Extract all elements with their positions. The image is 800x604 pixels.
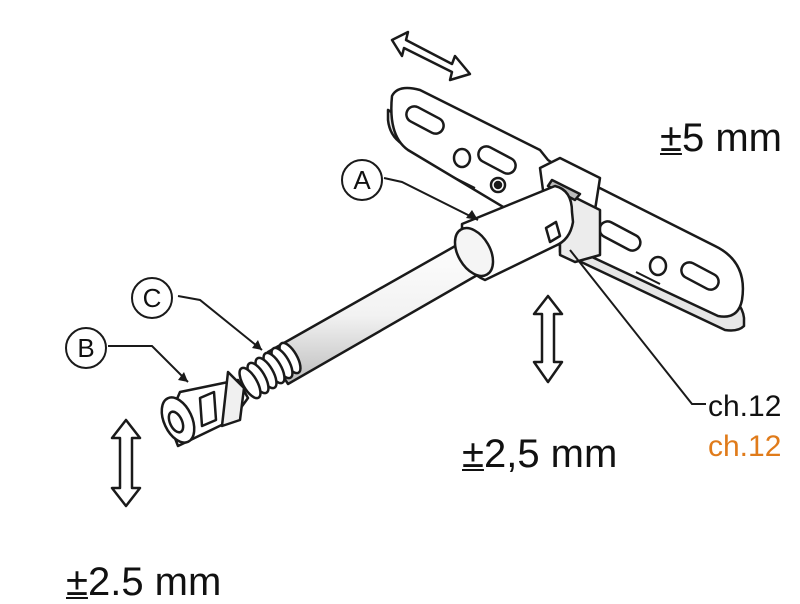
callout-b-letter: B [77, 333, 94, 363]
dimension-value: 2,5 mm [483, 432, 618, 476]
callout-a-letter: A [353, 165, 371, 195]
leader-lines [108, 177, 706, 405]
dimension-bottom-left: ±2.5 mm [66, 562, 221, 602]
wrench-size-label-orange: ch.12 [708, 430, 782, 463]
dimension-top-right: ±5 mm [660, 118, 782, 158]
wrench-size-label: ch.12 [708, 390, 782, 423]
leader-b [108, 345, 189, 383]
leader-c [177, 295, 263, 351]
callout-b: B [65, 327, 107, 369]
callout-a: A [341, 159, 383, 201]
dimension-value: 2.5 mm [87, 560, 222, 604]
plus-minus-sign: ± [462, 432, 484, 476]
dimension-middle: ±2,5 mm [462, 434, 617, 474]
leader-wrench [569, 249, 706, 405]
plus-minus-sign: ± [660, 116, 682, 160]
plus-minus-sign: ± [66, 560, 88, 604]
dimension-value: 5 mm [681, 116, 782, 160]
adjust-arrow-vertical-left-icon [110, 418, 142, 508]
adjust-arrow-vertical-right-icon [532, 294, 564, 384]
callout-c: C [131, 277, 173, 319]
adjust-arrow-horizontal-icon [390, 30, 472, 82]
callout-c-letter: C [143, 283, 162, 313]
threaded-shaft [160, 184, 575, 448]
leader-a [383, 177, 479, 221]
